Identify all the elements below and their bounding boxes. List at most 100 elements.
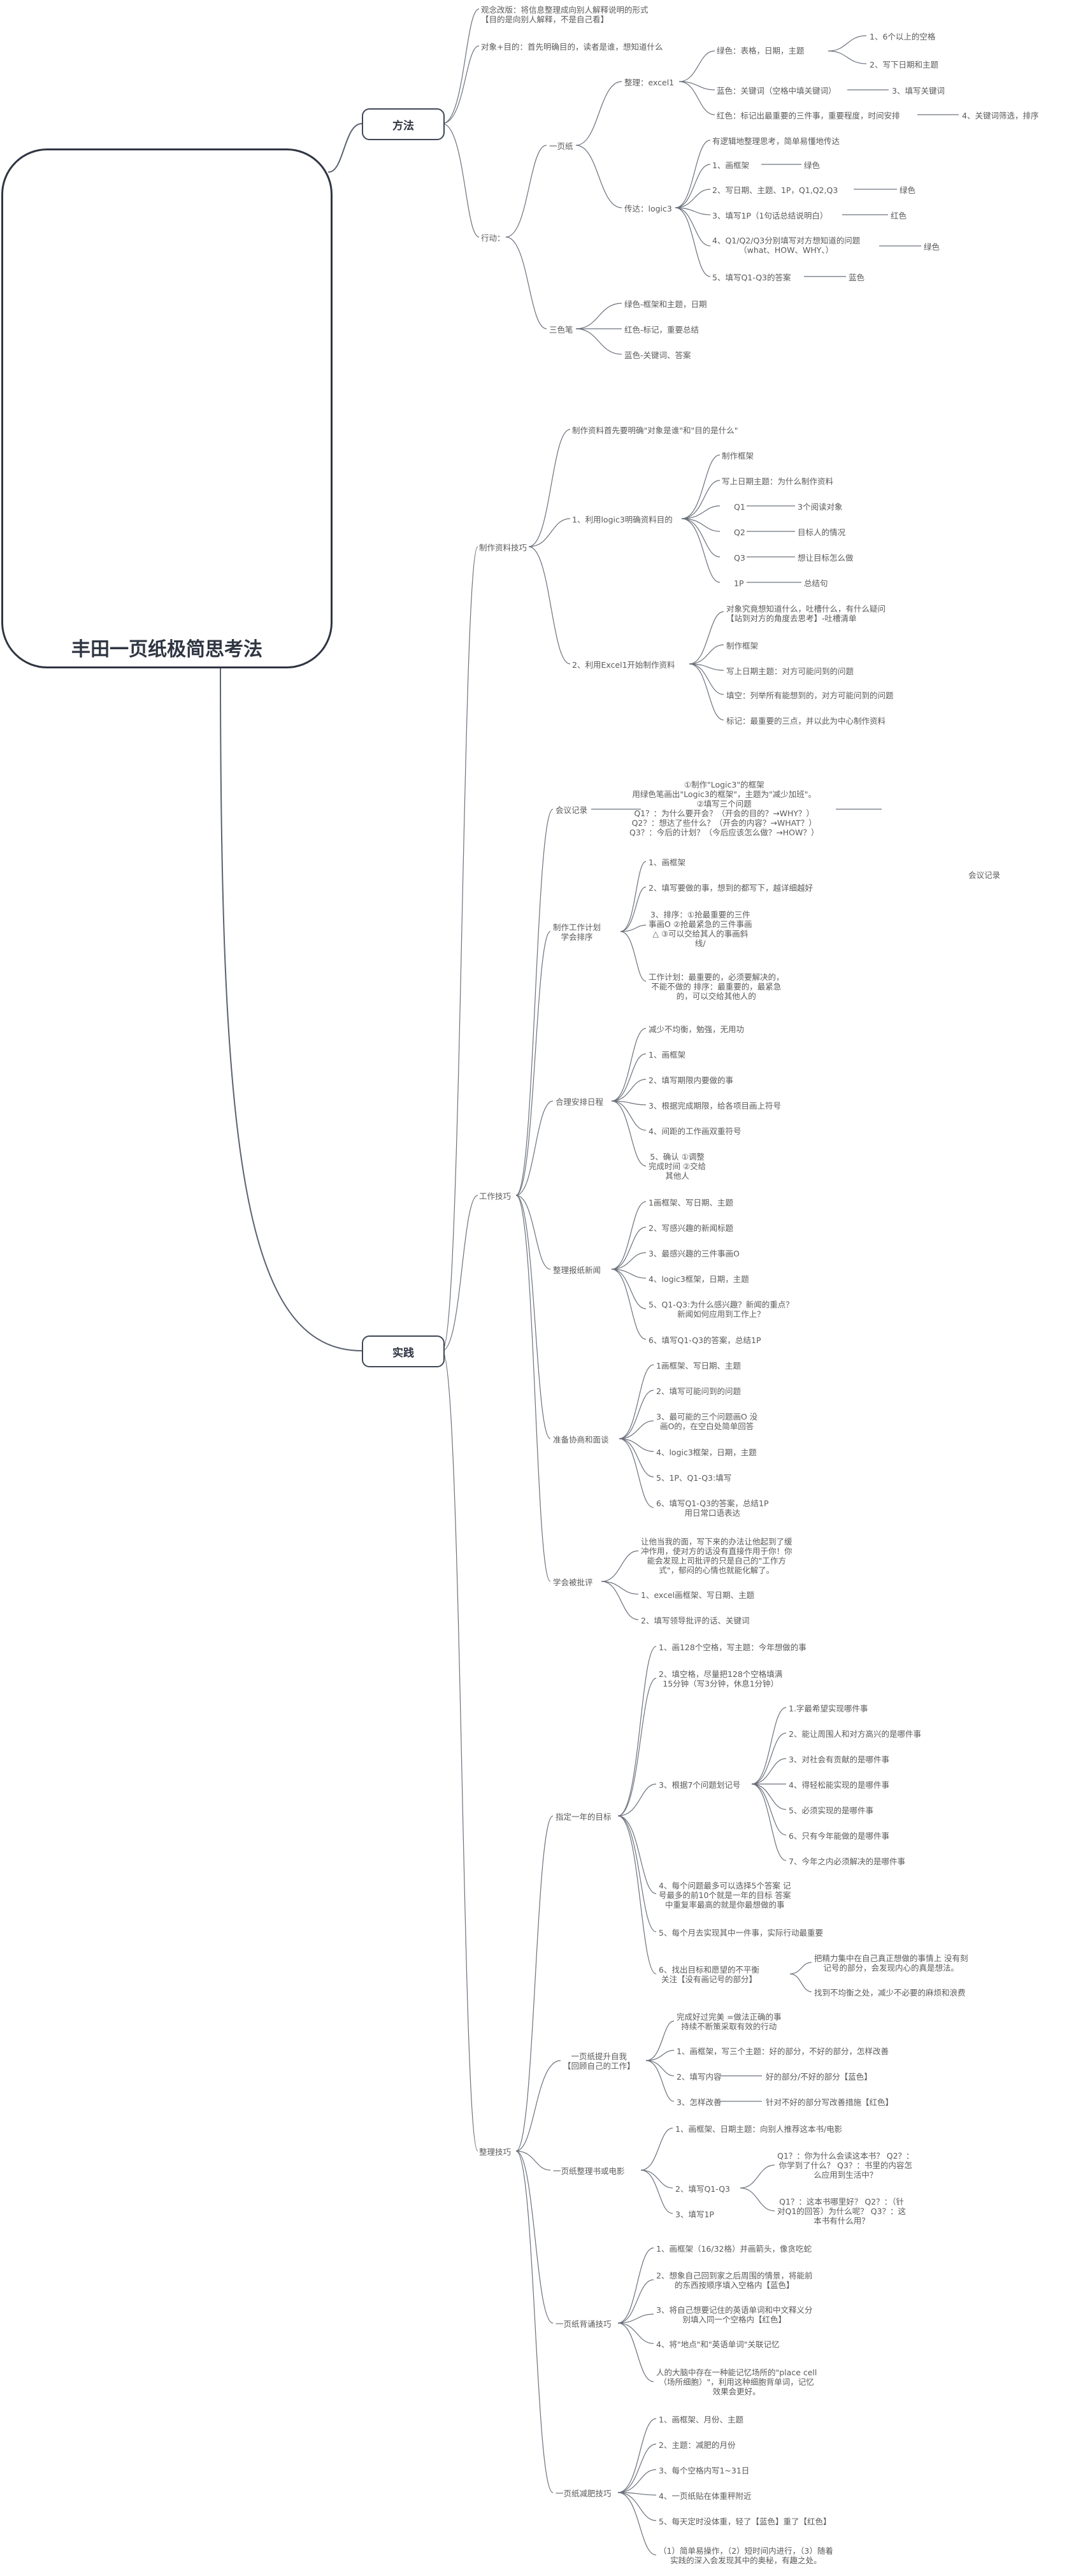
mind-map-node[interactable]: 3、填写关键词 bbox=[892, 86, 945, 96]
mind-map-node[interactable]: 1.字最希望实现哪件事 bbox=[789, 1704, 868, 1713]
mind-map-node[interactable]: 1画框架、写日期、主题 bbox=[649, 1198, 733, 1207]
mind-map-node[interactable]: 好的部分/不好的部分【蓝色】 bbox=[766, 2072, 872, 2082]
mind-map-node[interactable]: 整理报纸新闻 bbox=[553, 1265, 601, 1275]
mind-map-node[interactable]: 绿色-框架和主题，日期 bbox=[624, 299, 707, 309]
mind-map-node[interactable]: 把精力集中在自己真正想做的事情上 没有刻 记号的部分，会发现内心的真是想法。 bbox=[814, 1954, 968, 1973]
mind-map-node[interactable]: 5、必须实现的是哪件事 bbox=[789, 1806, 873, 1815]
mind-map-node[interactable]: 6、找出目标和愿望的不平衡 关注【没有画记号的部分】 bbox=[659, 1965, 759, 1984]
mind-map-node[interactable]: 针对不好的部分写改善措施【红色】 bbox=[766, 2097, 894, 2107]
mind-map-node[interactable]: 填空：列举所有能想到的，对方可能问到的问题 bbox=[726, 691, 894, 700]
mind-map-node[interactable]: 一页纸提升自我 【回顾自己的工作】 bbox=[563, 2052, 635, 2071]
mind-map-node[interactable]: 准备协商和面谈 bbox=[553, 1435, 609, 1444]
mind-map-node[interactable]: 制作工作计划 学会排序 bbox=[553, 923, 601, 942]
mind-map-node[interactable]: 标记：最重要的三点，并以此为中心制作资料 bbox=[726, 716, 886, 726]
mind-map-node[interactable]: 想让目标怎么做 bbox=[798, 553, 854, 563]
mind-map-node[interactable]: 一页纸背诵技巧 bbox=[556, 2319, 612, 2329]
mind-map-node[interactable]: 1、画框架（16/32格）并画箭头，像贪吃蛇 bbox=[656, 2244, 812, 2254]
mind-map-node[interactable]: 工作计划：最重要的，必须要解决的， 不能不做的 排序：最重要的，最紧急 的，可以… bbox=[649, 972, 784, 1001]
mind-map-node[interactable]: 观念改版：将信息整理成向别人解释说明的形式 【目的是向别人解释，不是自己看】 bbox=[481, 5, 649, 24]
mind-map-node[interactable]: 制作框架 bbox=[726, 641, 759, 651]
mind-map-node[interactable]: 写上日期主题：对方可能问到的问题 bbox=[726, 666, 854, 676]
mind-map-node[interactable]: 行动： bbox=[481, 233, 505, 243]
mind-map-node[interactable]: 2、填写期限内要做的事 bbox=[649, 1076, 733, 1085]
mind-map-node[interactable]: 2、填写内容 bbox=[677, 2072, 722, 2082]
mind-map-node[interactable]: 1P bbox=[734, 579, 744, 588]
branch-method[interactable]: 方法 bbox=[362, 108, 445, 140]
mind-map-node[interactable]: 工作技巧 bbox=[479, 1191, 512, 1201]
mind-map-node[interactable]: 6、只有今年能做的是哪件事 bbox=[789, 1831, 889, 1841]
mind-map-node[interactable]: 红色：标记出最重要的三件事，重要程度，时间安排 bbox=[717, 111, 900, 120]
mind-map-node[interactable]: 完成好过完美 =做法正确的事 持续不断策采取有效的行动 bbox=[677, 2012, 782, 2031]
mind-map-node[interactable]: 对象究竟想知道什么，吐槽什么，有什么疑问 【站到对方的角度去思考】-吐槽清单 bbox=[726, 604, 886, 623]
mind-map-node[interactable]: 绿色 bbox=[924, 242, 940, 252]
mind-map-node[interactable]: 4、关键词筛选，排序 bbox=[962, 111, 1039, 120]
mind-map-node[interactable]: Q1 bbox=[734, 502, 745, 512]
mind-map-node[interactable]: 指定一年的目标 bbox=[556, 1812, 612, 1822]
mind-map-node[interactable]: 5、每天定时没体重，轻了【蓝色】重了【红色】 bbox=[659, 2517, 831, 2526]
mind-map-node[interactable]: 2、能让周围人和对方高兴的是哪件事 bbox=[789, 1729, 921, 1739]
mind-map-node[interactable]: 4、Q1/Q2/Q3分别填写对方想知道的问题 （what、HOW、WHY、） bbox=[712, 236, 861, 255]
mind-map-node[interactable]: 制作资料技巧 bbox=[479, 543, 527, 552]
mind-map-node[interactable]: 1、画框架、月份、主题 bbox=[659, 2415, 743, 2424]
mind-map-node[interactable]: Q1？：你为什么会读这本书？ Q2？： 你学到了什么？ Q3？：书里的内容怎 么… bbox=[777, 2151, 914, 2180]
mind-map-node[interactable]: 5、1P、Q1-Q3:填写 bbox=[656, 1473, 732, 1483]
mind-map-node[interactable]: 红色-标记，重要总结 bbox=[624, 325, 699, 335]
mind-map-node[interactable]: 3、排序：①抢最重要的三件 事画O ②抢最紧急的三件事画 △ ③可以交给其人的事… bbox=[649, 910, 752, 948]
mind-map-node[interactable]: 4、一页纸贴在体重秤附近 bbox=[659, 2491, 752, 2501]
mind-map-node[interactable]: 对象+目的：首先明确目的，读者是谁，想知道什么 bbox=[481, 42, 663, 52]
mind-map-node[interactable]: 2、写日期、主题、1P，Q1,Q2,Q3 bbox=[712, 185, 838, 195]
branch-practice[interactable]: 实践 bbox=[362, 1335, 445, 1367]
mind-map-node[interactable]: 7、今年之内必须解决的是哪件事 bbox=[789, 1857, 905, 1866]
mind-map-node[interactable]: 3、每个空格内写1~31日 bbox=[659, 2466, 750, 2475]
mind-map-node[interactable]: 制作框架 bbox=[722, 451, 754, 461]
mind-map-node[interactable]: 5、确认 ①调整 完成时间 ②交给 其他人 bbox=[649, 1152, 706, 1181]
mind-map-node[interactable]: Q1？：这本书哪里好？ Q2？：（针 对Q1的回答）为什么呢？ Q3？：这 本书… bbox=[777, 2197, 907, 2226]
mind-map-node[interactable]: 1、画128个空格，写主题：今年想做的事 bbox=[659, 1643, 807, 1652]
mind-map-node[interactable]: 1、画框架、日期主题：向别人推荐这本书/电影 bbox=[675, 2124, 843, 2134]
mind-map-node[interactable]: 蓝色-关键词、答案 bbox=[624, 350, 691, 360]
root-node[interactable]: 丰田一页纸极简思考法 bbox=[1, 148, 333, 668]
mind-map-node[interactable]: 3、填写1P（1句话总结说明白） bbox=[712, 211, 828, 220]
mind-map-node[interactable]: 5、填写Q1-Q3的答案 bbox=[712, 273, 791, 282]
mind-map-node[interactable]: 3、根据7个问题划记号 bbox=[659, 1780, 741, 1790]
mind-map-node[interactable]: 人的大脑中存在一种能记忆场所的"place cell （场所细胞）"，利用这种细… bbox=[656, 2368, 817, 2396]
mind-map-node[interactable]: 一页纸整理书或电影 bbox=[553, 2166, 625, 2176]
mind-map-node[interactable]: 4、将"地点"和"英语单词"关联记忆 bbox=[656, 2340, 780, 2349]
mind-map-node[interactable]: 绿色：表格，日期，主题 bbox=[717, 46, 805, 55]
mind-map-node[interactable]: 4、得轻松能实现的是哪件事 bbox=[789, 1780, 889, 1790]
mind-map-node[interactable]: 3、最感兴趣的三件事画O bbox=[649, 1249, 740, 1258]
mind-map-node[interactable]: 5、每个月去实现其中一件事，实际行动最重要 bbox=[659, 1928, 823, 1938]
mind-map-node[interactable]: 总结句 bbox=[804, 579, 828, 588]
mind-map-node[interactable]: 4、logic3框架，日期，主题 bbox=[656, 1448, 757, 1457]
mind-map-node[interactable]: 蓝色 bbox=[849, 273, 865, 282]
mind-map-node[interactable]: 三色笔 bbox=[549, 325, 573, 335]
mind-map-node[interactable]: 目标人的情况 bbox=[798, 528, 846, 537]
mind-map-node[interactable]: 制作资料首先要明确"对象是谁"和"目的是什么" bbox=[572, 426, 738, 435]
mind-map-node[interactable]: 整理技巧 bbox=[479, 2147, 512, 2157]
mind-map-node[interactable]: 合理安排日程 bbox=[556, 1097, 604, 1107]
mind-map-node[interactable]: 1画框架、写日期、主题 bbox=[656, 1361, 741, 1371]
mind-map-node[interactable]: 5、Q1-Q3:为什么感兴趣？新闻的重点？ 新闻如何应用到工作上？ bbox=[649, 1300, 794, 1319]
mind-map-node[interactable]: 1、画框架，写三个主题：好的部分，不好的部分，怎样改善 bbox=[677, 2047, 889, 2056]
mind-map-node[interactable]: 2、主题：减肥的月份 bbox=[659, 2440, 736, 2450]
mind-map-node[interactable]: 3、对社会有贡献的是哪件事 bbox=[789, 1755, 889, 1764]
mind-map-node[interactable]: 3、将自己想要记住的英语单词和中文释义分 别填入同一个空格内【红色】 bbox=[656, 2305, 813, 2324]
mind-map-node[interactable]: 一页纸减肥技巧 bbox=[556, 2489, 612, 2498]
mind-map-node[interactable]: 绿色 bbox=[804, 161, 821, 170]
mind-map-node[interactable]: 3、填写1P bbox=[675, 2210, 714, 2219]
mind-map-node[interactable]: 1、6个以上的空格 bbox=[870, 32, 936, 41]
mind-map-node[interactable]: 2、填写可能问到的问题 bbox=[656, 1386, 741, 1396]
mind-map-node[interactable]: 2、想象自己回到家之后周围的情景，将能前 的东西按顺序填入空格内【蓝色】 bbox=[656, 2271, 813, 2290]
mind-map-node[interactable]: 1、画框架 bbox=[712, 161, 749, 170]
mind-map-node[interactable]: 让他当我的面，写下来的办法让他起到了缓 冲作用，使对方的话没有直接作用于你！你 … bbox=[641, 1537, 792, 1575]
mind-map-node[interactable]: 3、根据完成期限，给各项目画上符号 bbox=[649, 1101, 781, 1111]
mind-map-node[interactable]: 2、写下日期和主题 bbox=[870, 60, 938, 69]
mind-map-node[interactable]: 1、画框架 bbox=[649, 858, 685, 867]
mind-map-node[interactable]: 绿色 bbox=[900, 185, 916, 195]
mind-map-node[interactable]: 3、最可能的三个问题画O 没 画O的，在空白处简单回答 bbox=[656, 1412, 758, 1431]
mind-map-node[interactable]: 3个阅读对象 bbox=[798, 502, 843, 512]
mind-map-node[interactable]: 有逻辑地整理思考，简单易懂地传达 bbox=[712, 136, 840, 146]
mind-map-node[interactable]: 4、间距的工作画双重符号 bbox=[649, 1126, 742, 1136]
mind-map-node[interactable]: 6、填写Q1-Q3的答案，总结1P bbox=[649, 1335, 761, 1345]
mind-map-node[interactable]: 1、excel画框架、写日期、主题 bbox=[641, 1590, 755, 1600]
